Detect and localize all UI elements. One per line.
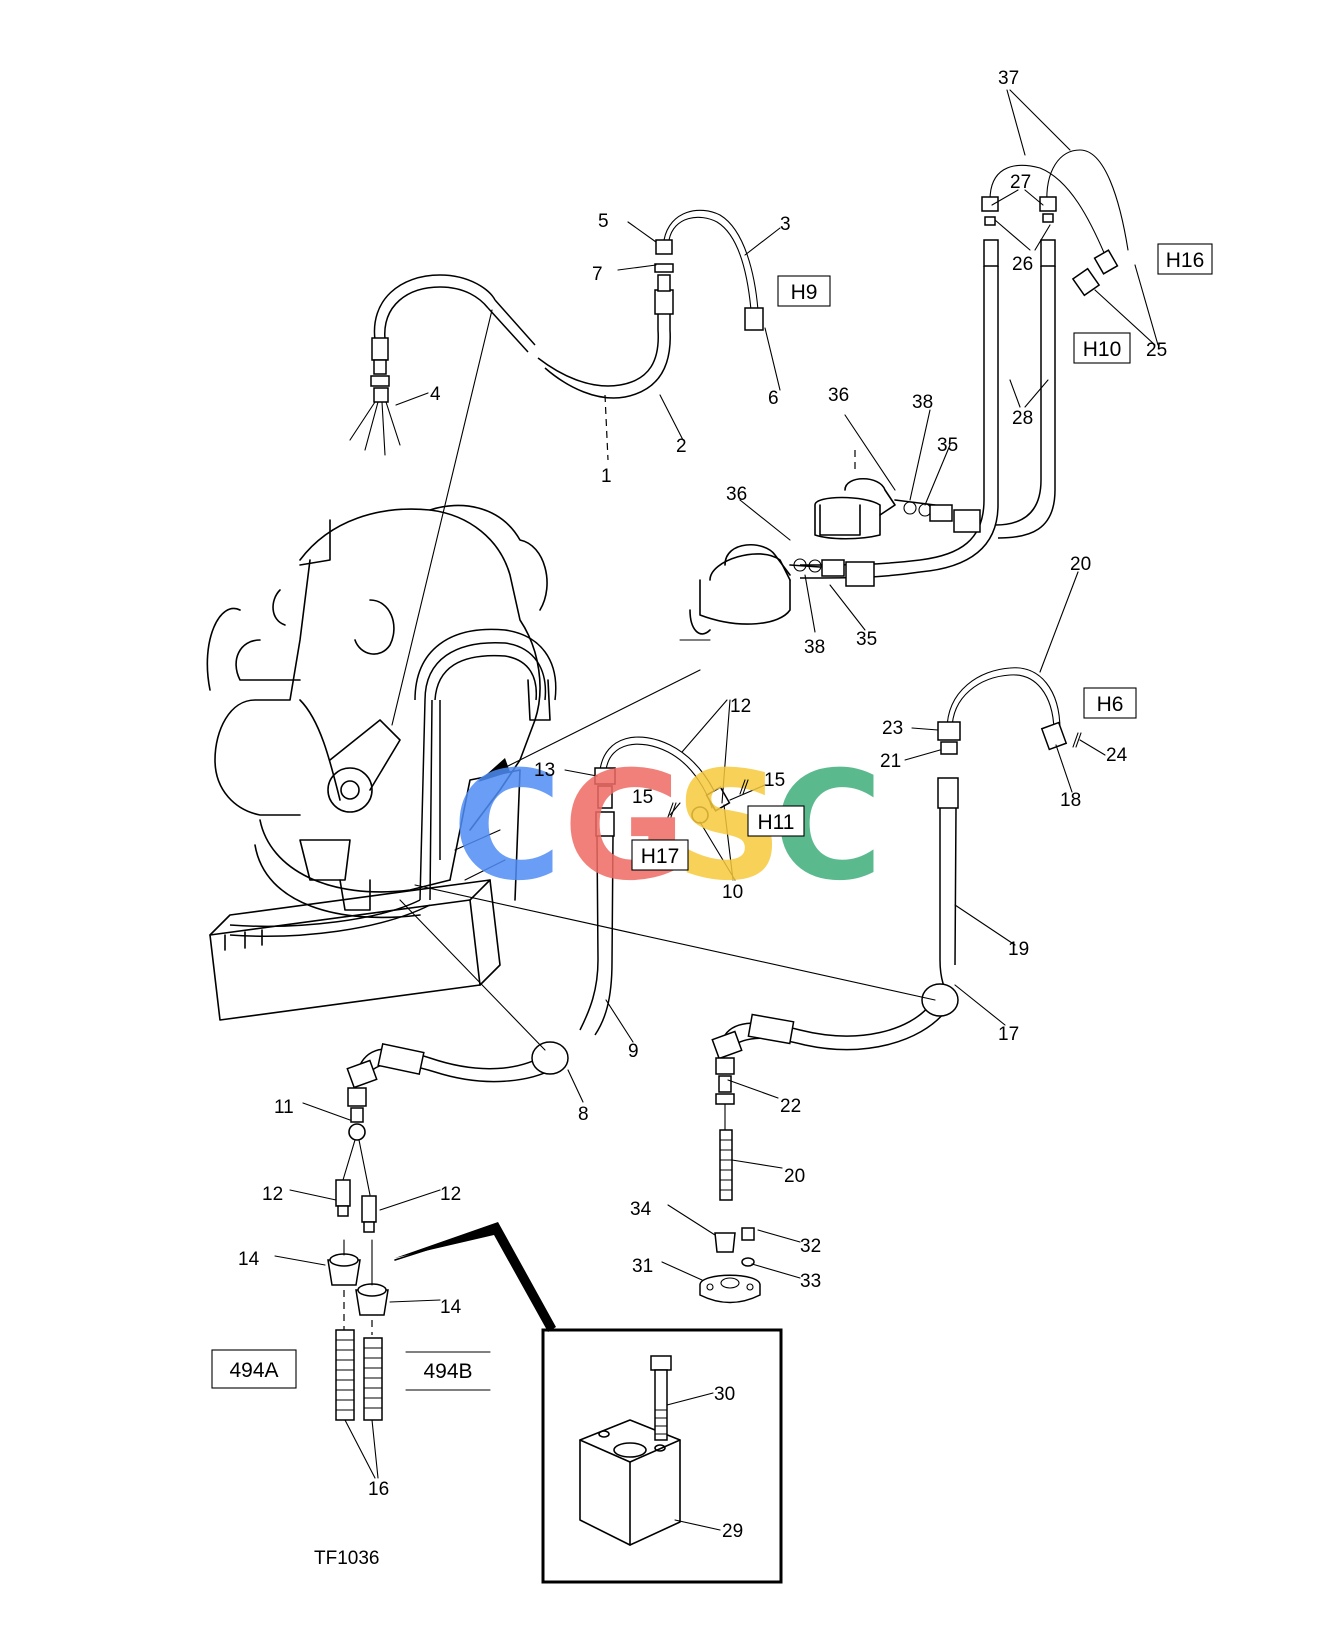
pump-fittings [679, 450, 981, 641]
callout-12-left: 12 [262, 1184, 283, 1205]
fittings-14-16 [327, 1239, 389, 1421]
watermark-letter-1: C [452, 740, 562, 914]
callout-28: 28 [1012, 408, 1033, 429]
callout-3: 3 [780, 214, 791, 235]
callout-38-lower: 38 [804, 637, 825, 658]
box-label-h9: H9 [791, 281, 818, 304]
machine-assembly [206, 504, 557, 1021]
callout-31: 31 [632, 1256, 653, 1277]
boxed-labels: H9 H16 H10 H6 H11 H17 494A 494B [211, 243, 1213, 1391]
callout-10: 10 [722, 882, 743, 903]
callout-32: 32 [800, 1236, 821, 1257]
callout-20-lower: 20 [784, 1166, 805, 1187]
box-label-494a: 494A [229, 1359, 278, 1382]
callout-1: 1 [601, 466, 612, 487]
callout-22: 22 [780, 1096, 801, 1117]
callout-8: 8 [578, 1104, 589, 1125]
callout-29: 29 [722, 1521, 743, 1542]
callout-19: 19 [1008, 939, 1029, 960]
flange-parts [699, 1227, 761, 1304]
callout-4: 4 [430, 384, 441, 405]
callout-21: 21 [880, 751, 901, 772]
detail-inset [394, 1222, 783, 1584]
callout-2: 2 [676, 436, 687, 457]
callout-17: 17 [998, 1024, 1019, 1045]
clip-symbols [667, 732, 1082, 818]
callout-35-lower: 35 [856, 629, 877, 650]
watermark: C G S C [452, 740, 883, 914]
figure-reference: TF1036 [314, 1548, 379, 1569]
callout-5: 5 [598, 211, 609, 232]
callout-20-upper: 20 [1070, 554, 1091, 575]
callout-24: 24 [1106, 745, 1128, 766]
callout-12-upper: 12 [730, 696, 751, 717]
callout-leaders [274, 89, 1159, 1531]
callout-18: 18 [1060, 790, 1081, 811]
callout-27: 27 [1010, 172, 1031, 193]
box-label-h11: H11 [758, 811, 795, 834]
callout-36-upper: 36 [828, 385, 849, 406]
hose-assembly-1 [349, 209, 764, 461]
hose-assembly-19 [937, 667, 1068, 1001]
box-label-h10: H10 [1083, 338, 1122, 361]
callout-11: 11 [274, 1097, 294, 1118]
callout-25: 25 [1146, 340, 1167, 361]
callout-13: 13 [534, 760, 555, 781]
hose-assembly-17 [335, 983, 959, 1233]
part-callouts: 37 27 26 25 5 3 7 4 6 2 1 36 38 35 28 36… [238, 68, 1167, 1569]
callout-23: 23 [882, 718, 903, 739]
callout-15-left: 15 [632, 787, 653, 808]
callout-30: 30 [714, 1384, 735, 1405]
callout-33: 33 [800, 1271, 821, 1292]
callout-36-lower: 36 [726, 484, 747, 505]
box-label-h6: H6 [1097, 693, 1124, 716]
box-label-494b: 494B [423, 1360, 472, 1383]
callout-7: 7 [592, 264, 603, 285]
callout-26: 26 [1012, 254, 1033, 275]
callout-12-right: 12 [440, 1184, 461, 1205]
callout-14-left: 14 [238, 1249, 260, 1270]
callout-37: 37 [998, 68, 1019, 89]
callout-16: 16 [368, 1479, 389, 1500]
callout-35-upper: 35 [937, 435, 958, 456]
hose-assembly-28 [799, 149, 1129, 579]
callout-6: 6 [768, 388, 779, 409]
callout-34: 34 [630, 1199, 652, 1220]
leader-lines [391, 309, 936, 1051]
box-label-h17: H17 [641, 845, 680, 868]
callout-14-right: 14 [440, 1297, 462, 1318]
watermark-letter-2: G [563, 740, 686, 914]
box-label-h16: H16 [1166, 249, 1205, 272]
callout-15-right: 15 [764, 770, 785, 791]
callout-38-upper: 38 [912, 392, 933, 413]
callout-9: 9 [628, 1041, 639, 1062]
